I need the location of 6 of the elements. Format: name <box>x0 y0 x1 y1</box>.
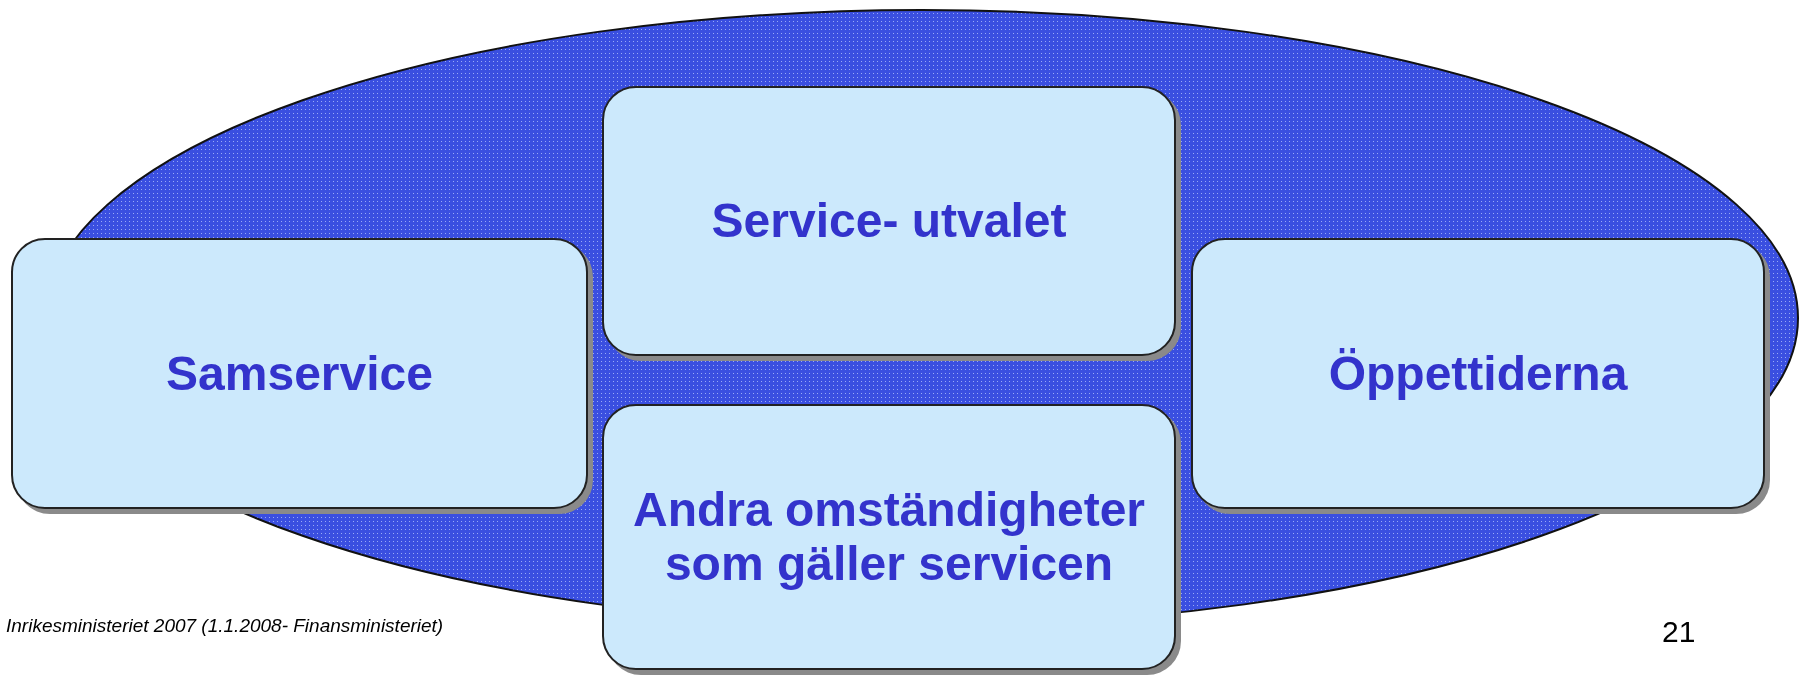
box-label: Andra omständigheter som gäller servicen <box>631 483 1147 591</box>
footer-note: Inrikesministeriet 2007 (1.1.2008- Finansministeriet) <box>6 615 444 637</box>
box-label: Service- utvalet <box>710 194 1068 248</box>
box-label: Öppettiderna <box>1327 346 1629 401</box>
box-label: Samservice <box>165 346 434 401</box>
page-number: 21 <box>1662 615 1696 649</box>
